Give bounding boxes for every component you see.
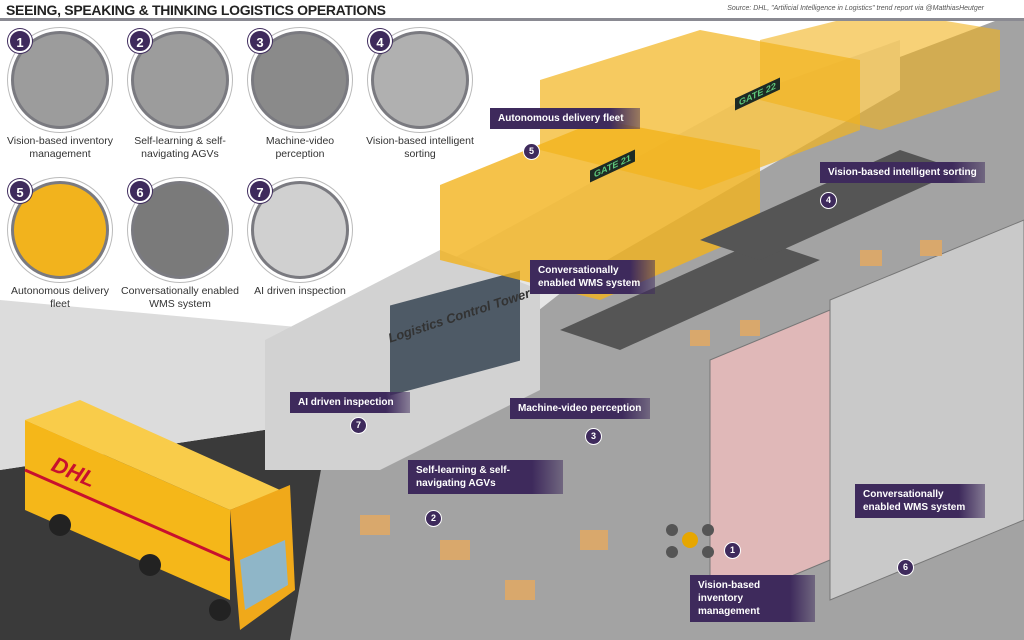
number-badge: 2 xyxy=(128,29,152,53)
label-intelligent-sorting: Vision-based intelligent sorting xyxy=(820,162,985,183)
dhl-truck xyxy=(24,400,295,630)
marker-7: 7 xyxy=(350,417,367,434)
number-badge: 4 xyxy=(368,29,392,53)
label-inventory-management: Vision-based inventory management xyxy=(690,575,815,622)
label-wms-system: Conversationally enabled WMS system xyxy=(530,260,655,294)
number-badge: 6 xyxy=(128,179,152,203)
marker-4: 4 xyxy=(820,192,837,209)
monitor-wall xyxy=(390,270,520,396)
video-perception-thumbnail xyxy=(251,31,349,129)
number-badge: 7 xyxy=(248,179,272,203)
marker-3: 3 xyxy=(585,428,602,445)
label-agvs: Self-learning & self-navigating AGVs xyxy=(408,460,563,494)
legend-caption: Machine-video perception xyxy=(265,135,335,160)
title-divider xyxy=(0,18,1024,21)
page-title: SEEING, SPEAKING & THINKING LOGISTICS OP… xyxy=(6,2,386,18)
legend-caption: Autonomous delivery fleet xyxy=(10,285,110,310)
drone-icon xyxy=(666,524,714,558)
number-badge: 3 xyxy=(248,29,272,53)
truck-trailer xyxy=(760,21,1000,130)
legend-item-7: 7 AI driven inspection xyxy=(240,179,360,298)
legend-caption: Self-learning & self-navigating AGVs xyxy=(134,135,226,160)
number-badge: 1 xyxy=(8,29,32,53)
parcels xyxy=(360,240,942,600)
label-ai-inspection: AI driven inspection xyxy=(290,392,410,413)
marker-2: 2 xyxy=(425,510,442,527)
marker-6: 6 xyxy=(897,559,914,576)
label-video-perception: Machine-video perception xyxy=(510,398,650,419)
legend-caption: Vision-based inventory management xyxy=(6,135,114,160)
label-autonomous-fleet: Autonomous delivery fleet xyxy=(490,108,640,129)
legend-caption: Conversationally enabled WMS system xyxy=(121,285,239,310)
label-wms-system-2: Conversationally enabled WMS system xyxy=(855,484,985,518)
legend-caption: AI driven inspection xyxy=(254,285,346,297)
legend-caption: Vision-based intelligent sorting xyxy=(366,135,474,160)
number-badge: 5 xyxy=(8,179,32,203)
marker-5: 5 xyxy=(523,143,540,160)
conveyor xyxy=(560,240,820,350)
source-note: Source: DHL, "Artificial Intelligence in… xyxy=(727,5,984,12)
marker-1: 1 xyxy=(724,542,741,559)
